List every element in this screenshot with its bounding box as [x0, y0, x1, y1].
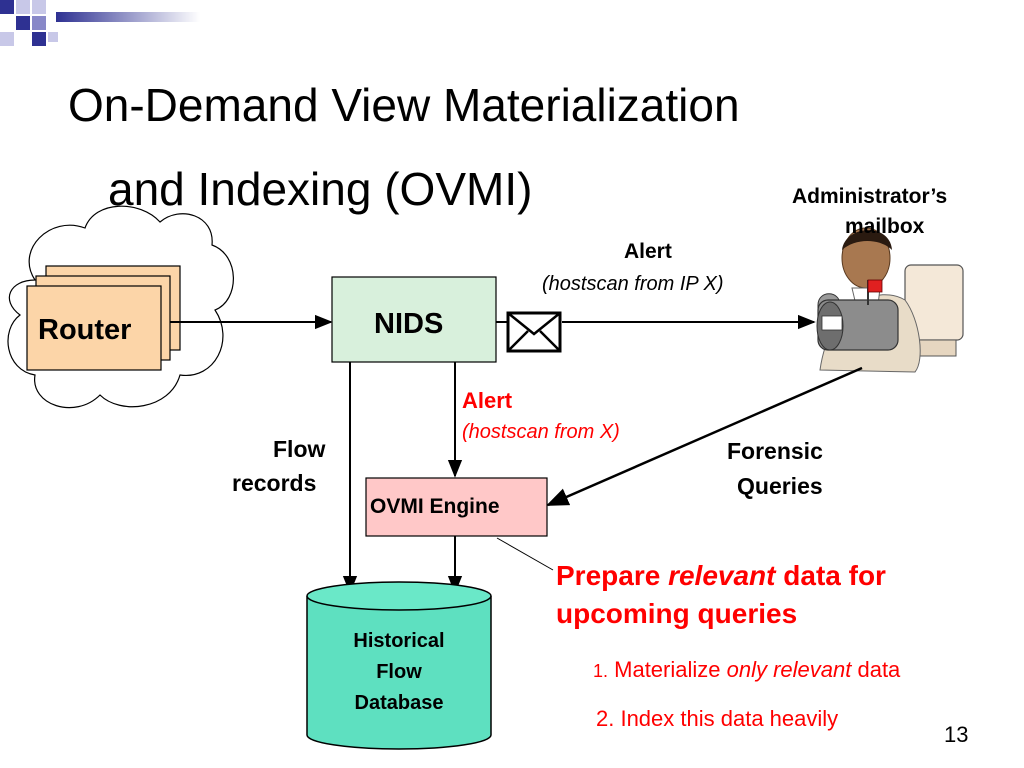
callout-step1-number: 1. [593, 661, 609, 681]
decor-square [0, 32, 14, 46]
database-label-line1: Historical [353, 630, 445, 652]
database-label-line2: Flow [376, 661, 422, 683]
decor-square [16, 16, 30, 30]
callout-step1-text-a: Materialize [608, 657, 727, 682]
slide-decoration [0, 0, 200, 46]
router-box-front [26, 285, 162, 371]
mailbox-icon [816, 279, 899, 351]
page-number: 13 [944, 722, 969, 747]
alert-mid-detail: (hostscan from X) [462, 421, 620, 443]
forensic-queries-line1: Forensic [727, 438, 823, 464]
callout-pointer [496, 537, 554, 571]
callout-prepare-line2: upcoming queries [556, 598, 798, 629]
ovmi-engine-label: OVMI Engine [370, 495, 500, 518]
callout-step1: 1. Materialize only relevant data [593, 657, 900, 682]
callout-prepare-text-a: Prepare [556, 560, 669, 591]
slide-title-line2: and Indexing (OVMI) [108, 163, 533, 215]
decor-square [32, 32, 46, 46]
flow-records-line1: Flow [273, 436, 326, 462]
database-cylinder [306, 581, 492, 750]
flow-records-line2: records [232, 470, 317, 496]
decor-square [16, 0, 30, 14]
decor-square [32, 16, 46, 30]
alert-top-detail: (hostscan from IP X) [542, 273, 724, 295]
slide-title-line1: On-Demand View Materialization [68, 79, 740, 131]
router-label: Router [38, 314, 132, 346]
decor-square [0, 0, 14, 14]
decor-square [32, 0, 46, 14]
database-label-line3: Database [354, 692, 444, 714]
callout-step1-emphasis: only relevant [726, 657, 852, 682]
arrow-queries-to-engine [545, 366, 863, 507]
forensic-queries-line2: Queries [737, 473, 823, 499]
ovmi-engine-box [365, 477, 548, 537]
callout-step2: 2. Index this data heavily [596, 706, 839, 731]
admin-label-line2: mailbox [845, 215, 925, 238]
callout-step1-text-b: data [851, 657, 901, 682]
alert-top-title: Alert [624, 240, 672, 263]
nids-box [331, 276, 497, 363]
admin-label-line1: Administrator’s [792, 185, 948, 208]
callout-prepare-text-b: data for [775, 560, 886, 591]
callout-prepare-emphasis: relevant [668, 560, 776, 591]
envelope-icon [506, 311, 562, 353]
alert-mid-title: Alert [462, 388, 513, 413]
decor-square [48, 32, 58, 42]
title-bar-gradient [56, 12, 200, 22]
nids-label: NIDS [374, 308, 444, 340]
callout-prepare-line1: Prepare relevant data for [556, 560, 886, 592]
